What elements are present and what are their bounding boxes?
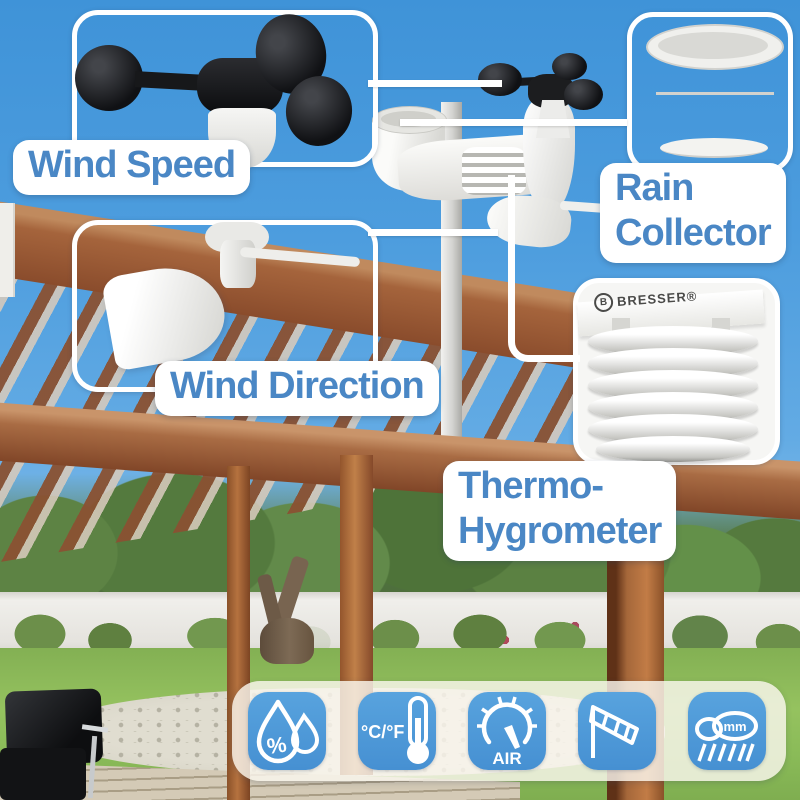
rain-collector-photo [656, 92, 774, 95]
feature-icon-strip: % °C/°F AIR [232, 681, 786, 781]
rain-collector-photo [658, 32, 768, 59]
humidity-percent-glyph: % [265, 732, 288, 759]
windsock-icon [578, 692, 656, 770]
thermo-hygrometer-label-line1: Thermo- [458, 465, 604, 507]
thermo-hygrometer-label: Thermo- Hygrometer [443, 461, 677, 561]
station-anemometer-cup [552, 53, 587, 80]
thermo-hygrometer-louver [596, 436, 750, 462]
connector-line-thermo-hygrometer [508, 175, 580, 362]
humidity-icon: % [248, 692, 326, 770]
rainfall-mm-glyph: mm [723, 719, 746, 734]
temperature-unit-glyph: °C/°F [361, 722, 404, 742]
anemometer-cup-photo [75, 45, 143, 111]
bresser-logo-text: BRESSER® [616, 288, 698, 309]
connector-line-wind-direction [368, 229, 498, 236]
bresser-logo-mark: B [593, 292, 614, 313]
olive-tree-trunk [260, 618, 314, 664]
lounge-chair [0, 748, 86, 800]
connector-line-wind-speed [368, 80, 502, 87]
air-label-glyph: AIR [492, 749, 521, 768]
rain-collector-label-line2: Collector [615, 212, 772, 254]
temperature-icon: °C/°F [358, 692, 436, 770]
air-pressure-icon: AIR [468, 692, 546, 770]
connector-line-rain-collector [400, 119, 627, 126]
thermo-hygrometer-label-line2: Hygrometer [458, 510, 662, 552]
station-anemometer-cup [478, 63, 522, 96]
rain-collector-label-line1: Rain [615, 167, 694, 209]
station-anemometer-cup [564, 79, 603, 110]
house-wall-edge [0, 203, 15, 297]
wind-direction-label: Wind Direction [155, 361, 439, 416]
rainfall-icon: mm [688, 692, 766, 770]
wind-speed-label: Wind Speed [13, 140, 251, 195]
rain-collector-photo [660, 138, 768, 158]
rain-collector-label: Rain Collector [600, 163, 786, 263]
